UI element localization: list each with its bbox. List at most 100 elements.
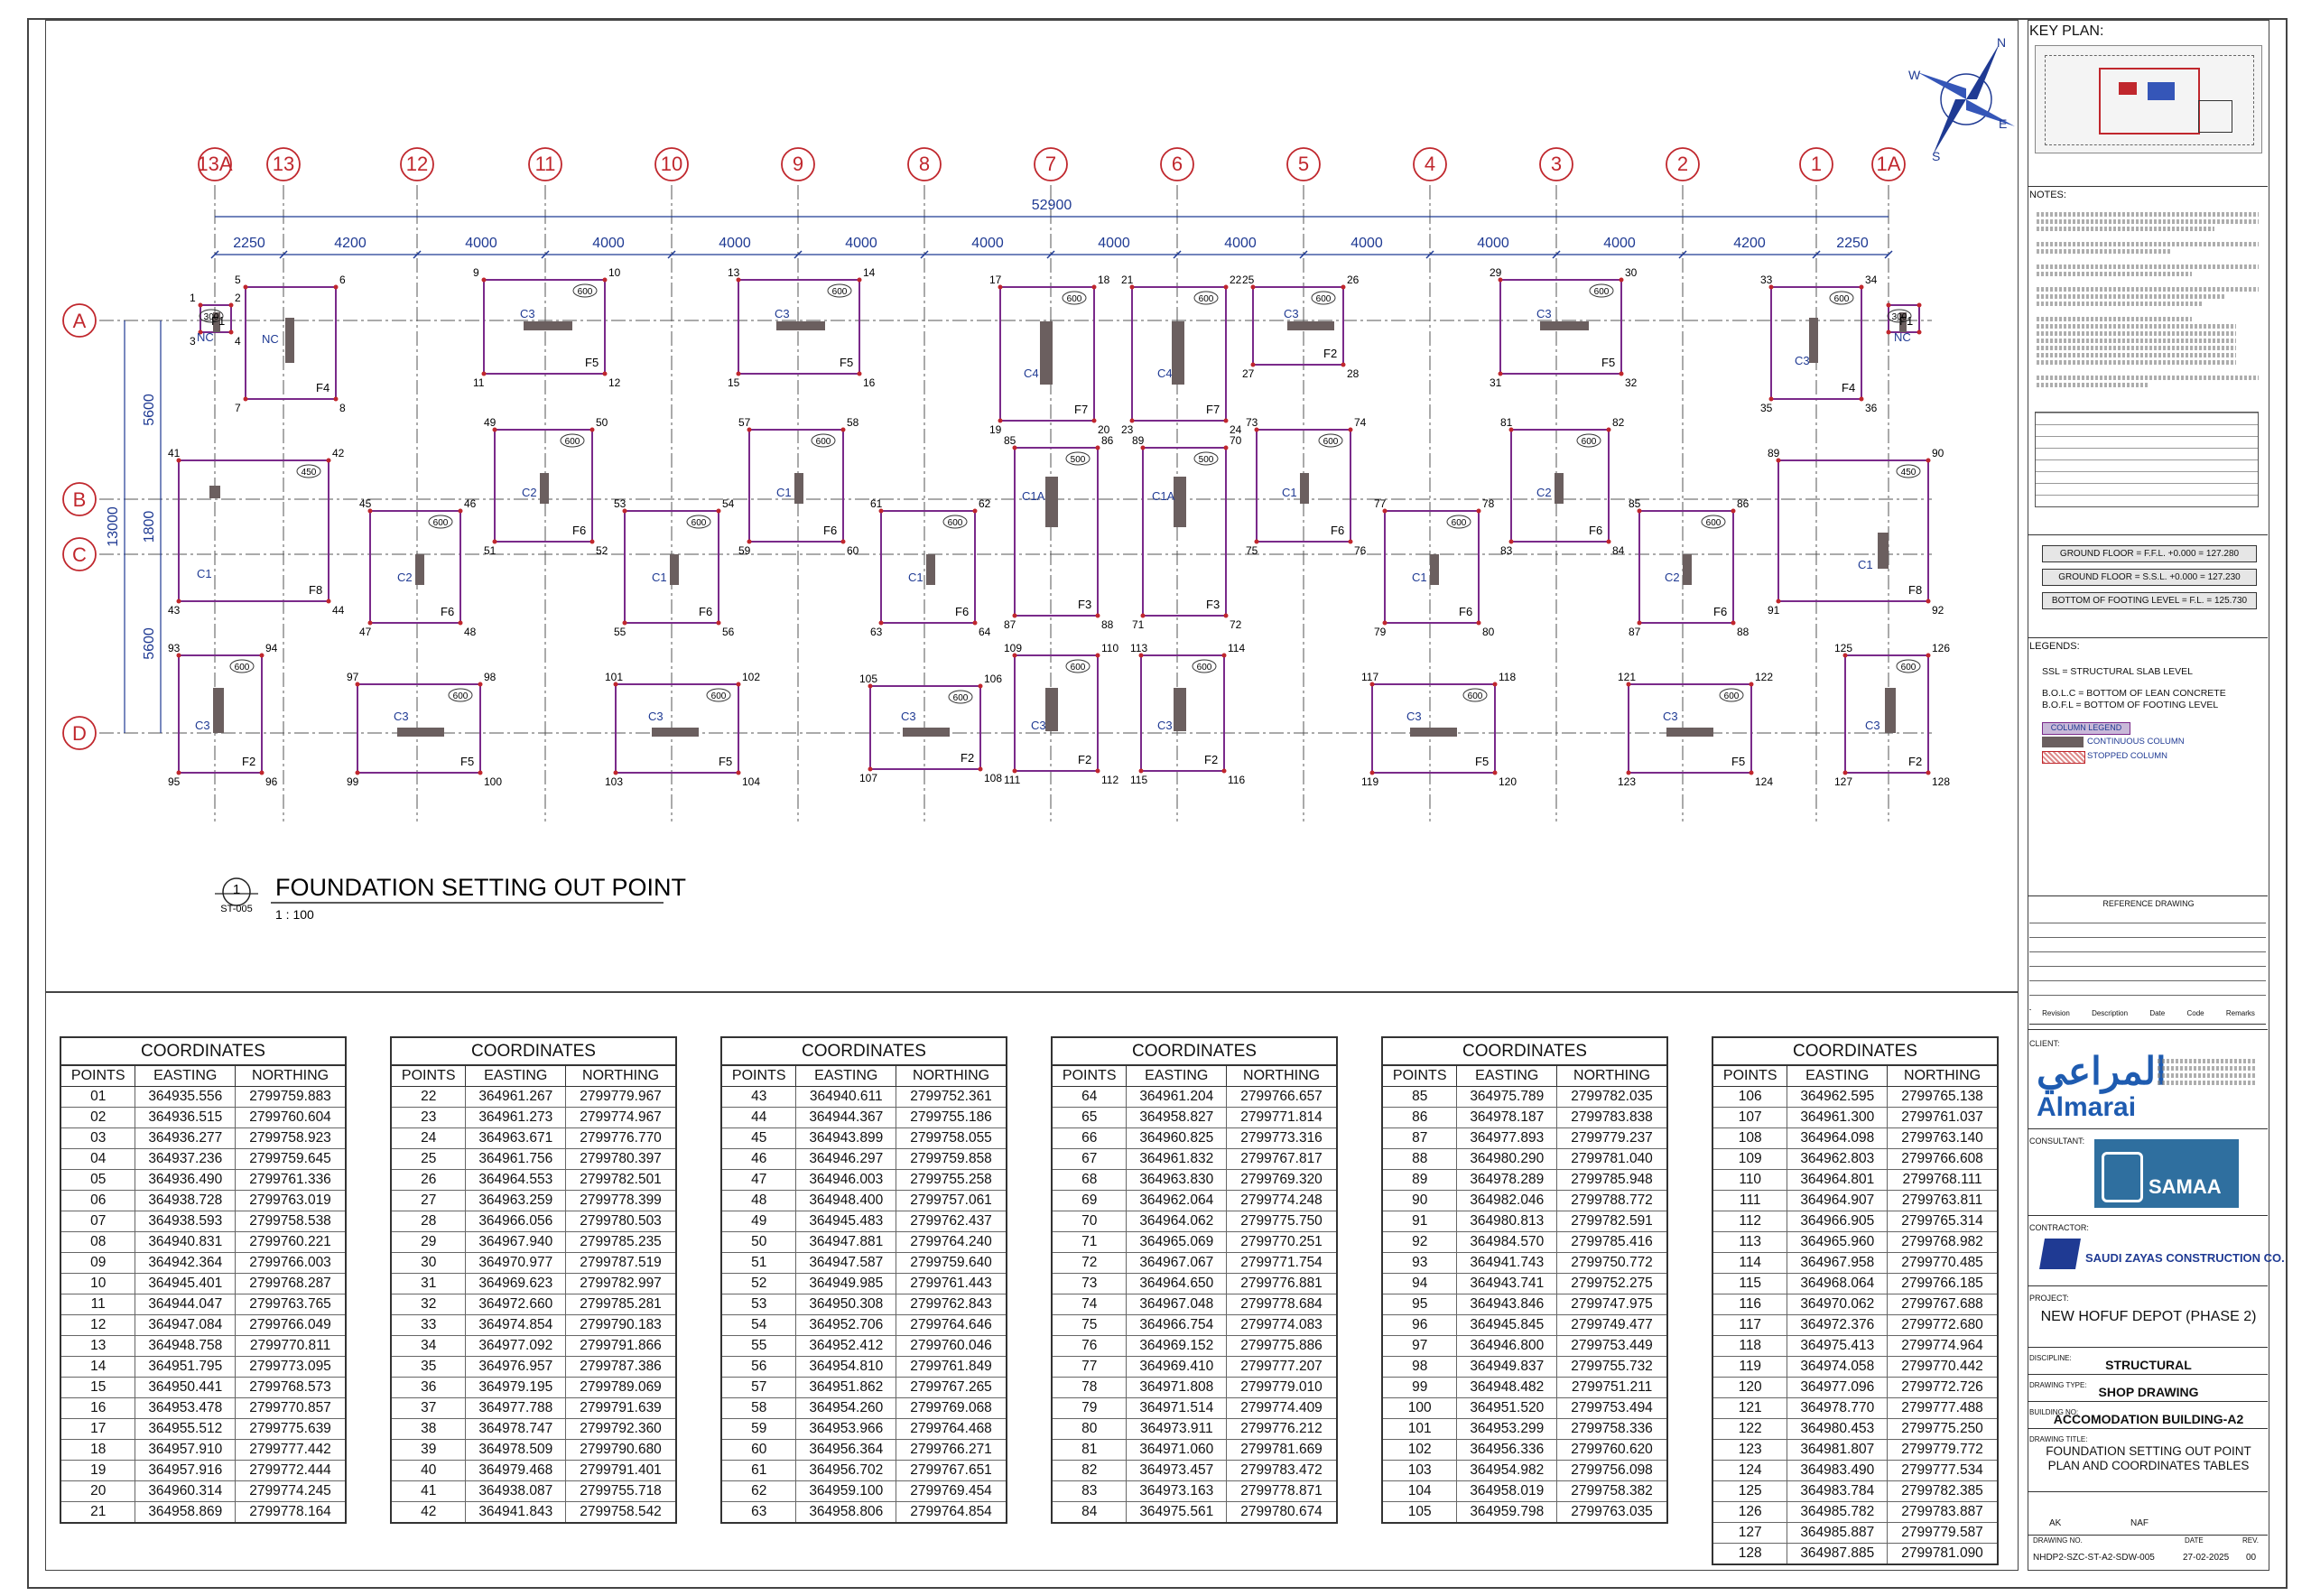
setting-out-point	[1926, 653, 1931, 658]
dim-tick	[667, 250, 676, 259]
table-cell: 30	[390, 1252, 467, 1274]
dim-tick	[1552, 250, 1561, 259]
grid-bubble	[1871, 147, 1906, 181]
grid-row-label: D	[72, 722, 87, 745]
point-number: 2	[235, 292, 241, 304]
grid-label: 2	[1677, 153, 1688, 175]
table-caption: COORDINATES	[1381, 1036, 1668, 1064]
depth-tag-value: 600	[453, 691, 469, 701]
setting-out-point	[972, 620, 978, 626]
table-cell: 2799782.385	[1887, 1480, 1999, 1502]
setting-out-point	[1223, 445, 1229, 450]
table-cell: 2799772.726	[1887, 1377, 1999, 1398]
table-cell: 36	[390, 1377, 467, 1398]
table-cell: 364972.660	[465, 1294, 567, 1315]
dim-tick	[210, 250, 219, 259]
setting-out-point	[1369, 770, 1375, 775]
setting-out-point	[857, 371, 862, 376]
table-cell: 2799787.519	[565, 1252, 677, 1274]
column-mark	[285, 318, 294, 363]
table-cell: 2799774.409	[1226, 1397, 1338, 1419]
table-cell: 2799768.573	[235, 1377, 347, 1398]
point-number: 49	[484, 416, 497, 429]
table-cell: 39	[390, 1439, 467, 1461]
table-cell: 48	[720, 1190, 797, 1211]
setting-out-point	[1095, 613, 1100, 618]
grid-bubble	[1034, 147, 1068, 181]
point-number: 9	[473, 266, 479, 279]
view-sheet-ref: ST-005	[220, 904, 252, 914]
point-number: 80	[1482, 626, 1495, 638]
client-logo: Almarai	[2037, 1092, 2137, 1122]
table-cell: 104	[1381, 1480, 1458, 1502]
point-number: 99	[347, 775, 359, 788]
table-cell: 2799779.587	[1887, 1522, 1999, 1544]
table-cell: 03	[60, 1127, 136, 1149]
point-number: 31	[1490, 376, 1502, 389]
building-no: ACCOMODATION BUILDING-A2	[2053, 1412, 2244, 1426]
setting-out-point	[1476, 508, 1481, 514]
plan-scale: 1 : 100	[275, 907, 314, 922]
table-cell: 94	[1381, 1273, 1458, 1294]
setting-out-point	[1508, 427, 1514, 432]
depth-tag-value: 600	[691, 518, 707, 528]
point-number: 75	[1246, 544, 1258, 557]
table-cell: 110	[1712, 1169, 1788, 1191]
table-cell: 91	[1381, 1211, 1458, 1232]
table-cell: 72	[1051, 1252, 1128, 1274]
setting-out-point	[602, 371, 608, 376]
table-cell: 364977.096	[1787, 1377, 1889, 1398]
point-number: 41	[168, 447, 181, 459]
setting-out-point	[1254, 427, 1259, 432]
column-label: C1	[652, 571, 667, 584]
column-mark	[1300, 473, 1309, 504]
grid-label: 1	[1811, 153, 1822, 175]
column-mark	[1287, 321, 1334, 330]
column-label: C3	[1795, 354, 1810, 367]
drawing-no: NHDP2-SZC-ST-A2-SDW-005	[2033, 1553, 2155, 1563]
table-cell: 364957.916	[135, 1460, 237, 1481]
table-cell: 2799790.183	[565, 1314, 677, 1336]
table-cell: 2799774.248	[1226, 1190, 1338, 1211]
point-number: 119	[1361, 775, 1378, 788]
table-cell: 83	[1051, 1480, 1128, 1502]
depth-tag-value: 600	[1901, 663, 1917, 673]
table-cell: 2799749.477	[1556, 1314, 1668, 1336]
table-cell: 24	[390, 1127, 467, 1149]
setting-out-point	[840, 427, 846, 432]
table-cell: 2799750.772	[1556, 1252, 1668, 1274]
point-number: 63	[870, 626, 883, 638]
table-caption: COORDINATES	[720, 1036, 1007, 1064]
table-cell: 364980.290	[1456, 1148, 1558, 1170]
table-cell: 364935.556	[135, 1086, 237, 1108]
table-cell: 2799765.138	[1887, 1086, 1999, 1108]
footing-outline	[1256, 429, 1351, 543]
setting-out-point	[481, 277, 487, 283]
spacing-dimension: 4000	[1603, 236, 1636, 251]
setting-out-point	[613, 682, 618, 687]
column-label: NC	[197, 330, 214, 344]
drawing-no-label: DRAWING NO.	[2033, 1536, 2083, 1545]
footing-outline	[1252, 286, 1344, 366]
table-cell: 2799759.640	[896, 1252, 1007, 1274]
point-number: 121	[1618, 671, 1636, 683]
